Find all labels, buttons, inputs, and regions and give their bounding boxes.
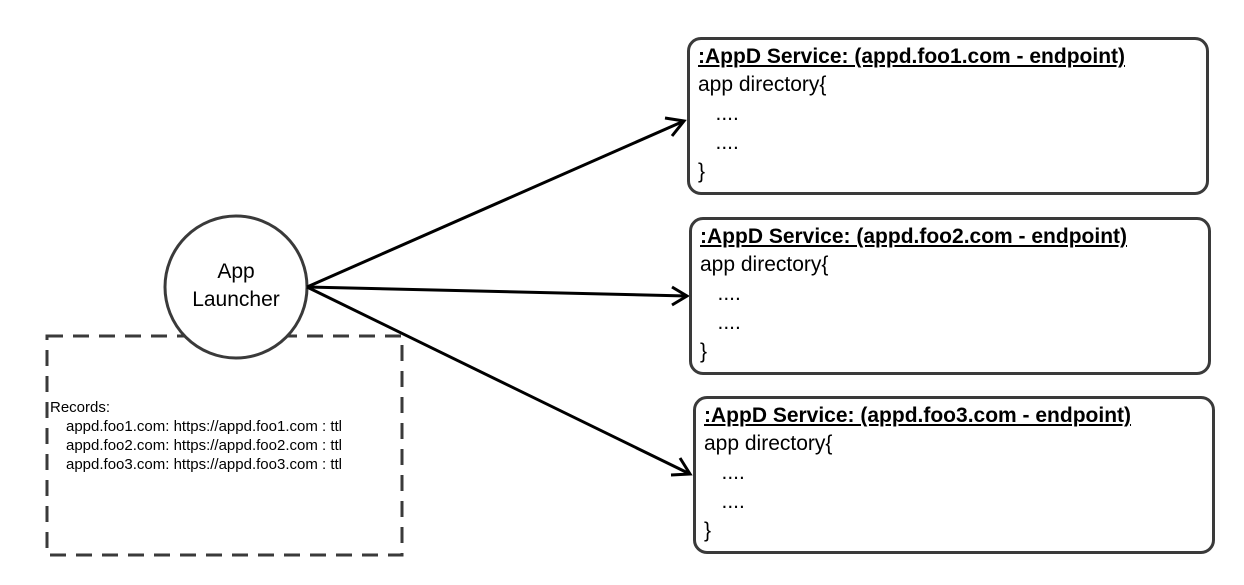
record-item-3: appd.foo3.com: https://appd.foo3.com : t… [66,456,342,473]
service-line: } [700,340,708,363]
service-line: .... [700,282,741,305]
service-line: .... [698,102,739,125]
service-line: } [704,519,712,542]
arrow-to-service-2 [306,285,690,307]
service-line: .... [700,311,741,334]
records-list: Records: appd.foo1.com: https://appd.foo… [50,398,342,474]
record-item-1: appd.foo1.com: https://appd.foo1.com : t… [66,418,342,435]
record-item-2: appd.foo2.com: https://appd.foo2.com : t… [66,437,342,454]
service-line: app directory{ [698,73,827,96]
app-launcher-label: App Launcher [163,258,309,314]
arrow-to-service-3 [306,285,693,477]
service-line: .... [698,131,739,154]
service-title: :AppD Service: (appd.foo3.com - endpoint… [704,404,1132,427]
service-line: app directory{ [700,253,829,276]
appd-service-box-1: :AppD Service: (appd.foo1.com - endpoint… [687,37,1209,195]
service-title: :AppD Service: (appd.foo1.com - endpoint… [698,45,1126,68]
service-line: app directory{ [704,432,833,455]
service-line: .... [704,461,745,484]
records-heading: Records: [50,399,111,416]
service-line: .... [704,490,745,513]
service-title: :AppD Service: (appd.foo2.com - endpoint… [700,225,1128,248]
app-launcher-label-line2: Launcher [192,288,280,311]
app-launcher-label-line1: App [217,260,255,283]
appd-service-box-3: :AppD Service: (appd.foo3.com - endpoint… [693,396,1215,554]
appd-service-box-2: :AppD Service: (appd.foo2.com - endpoint… [689,217,1211,375]
arrow-to-service-1 [306,116,687,289]
service-line: } [698,160,706,183]
